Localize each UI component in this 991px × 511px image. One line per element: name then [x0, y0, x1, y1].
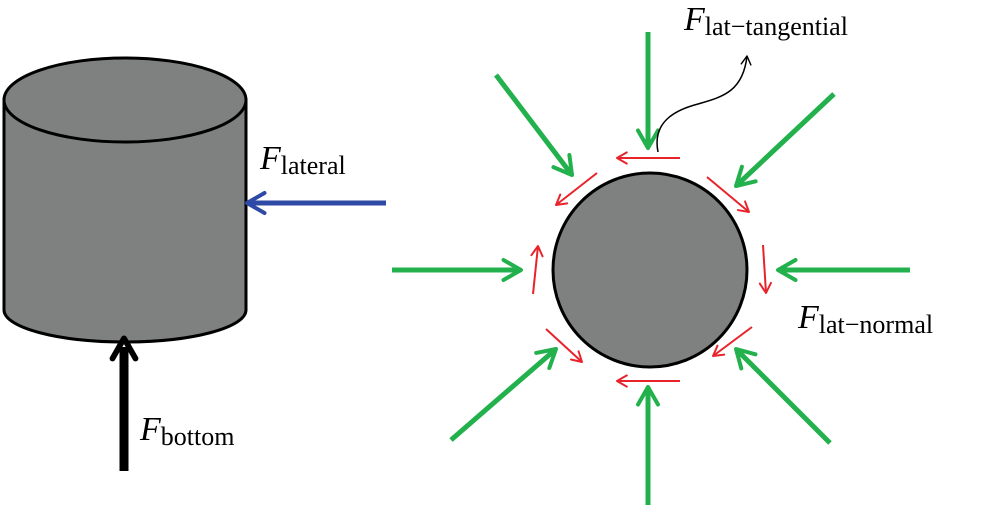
normal-pressure-arrows	[392, 32, 910, 505]
label-bottom-symbol: F	[139, 411, 162, 448]
label-lat-normal-subscript: lat−normal	[819, 310, 933, 339]
tangential-arrow-right	[758, 244, 772, 294]
tangential-arrow-upper-right	[706, 176, 750, 213]
label-lateral-symbol: F	[259, 140, 282, 177]
label-lat-tangential: Flat−tangential	[683, 1, 848, 41]
normal-arrow-top-right	[734, 92, 836, 188]
cylinder	[2, 56, 248, 344]
label-lat-normal-symbol: F	[797, 299, 820, 336]
cross-section-circle	[551, 171, 749, 369]
normal-arrow-top-left	[494, 73, 574, 177]
label-bottom: Fbottom	[139, 411, 234, 451]
tangential-arrows	[530, 151, 772, 388]
tangential-arrow-lower-right	[712, 326, 753, 357]
tangential-leader-arrow	[656, 55, 752, 153]
tangential-arrow-lower-left	[545, 328, 583, 363]
tangential-arrow-upper-left	[555, 172, 598, 206]
label-lat-tangential-subscript: lat−tangential	[705, 12, 848, 41]
label-lateral: Flateral	[259, 140, 346, 180]
label-bottom-subscript: bottom	[161, 422, 235, 451]
label-lat-tangential-symbol: F	[683, 1, 706, 38]
normal-arrow-bottom-left	[449, 347, 558, 442]
tangential-arrow-left	[530, 245, 544, 295]
cylinder-top	[2, 56, 248, 144]
label-lat-normal: Flat−normal	[797, 299, 933, 339]
label-lateral-subscript: lateral	[281, 151, 346, 180]
normal-arrow-bottom-right	[734, 347, 832, 445]
